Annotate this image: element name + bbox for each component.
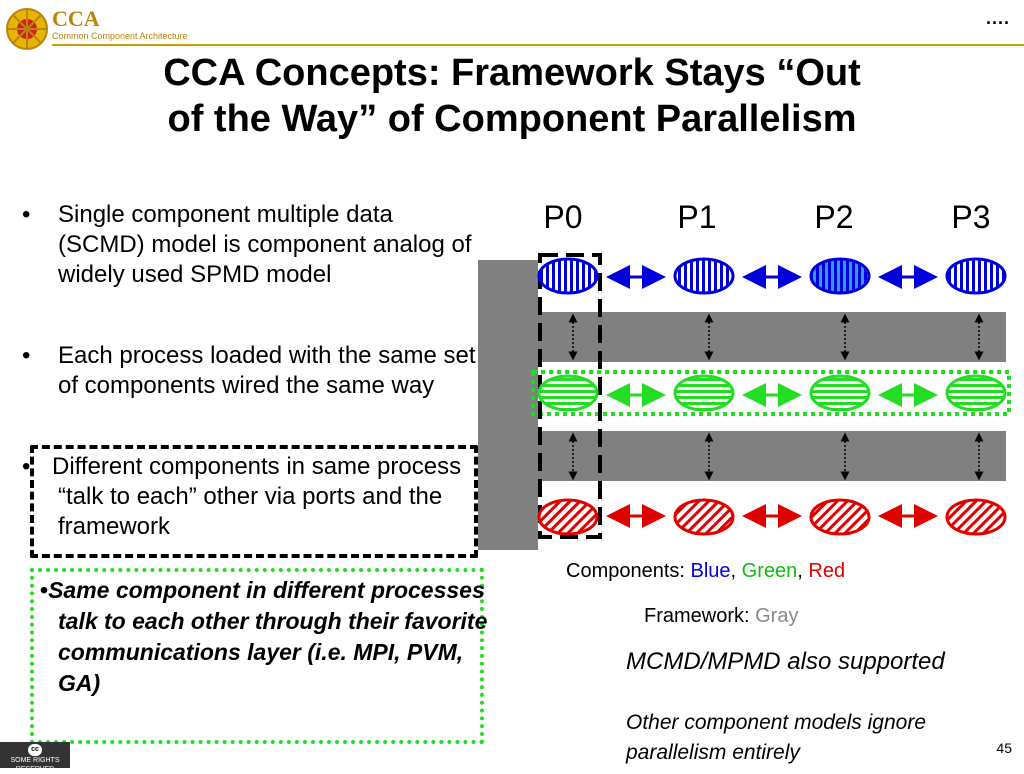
corner-mark: ....	[985, 8, 1010, 28]
legend-green: Green	[741, 560, 798, 582]
framework-horizontal-bar-1	[538, 312, 1006, 362]
cc-icon: cc	[28, 744, 42, 756]
note-mcmd-mpmd: MCMD/MPMD also supported	[626, 648, 945, 675]
blue-component-p0	[537, 257, 599, 295]
legend-blue: Blue	[690, 560, 731, 582]
green-row-dotted-box	[531, 370, 1011, 416]
license-text: SOME RIGHTS RESERVED	[10, 757, 60, 773]
green-component-p3	[945, 374, 1007, 412]
slide-title-line-1: CCA Concepts: Framework Stays “Out	[163, 52, 861, 94]
legend-framework-label: Framework:	[644, 605, 756, 627]
red-component-p0	[537, 498, 599, 536]
bullet-text: Same component in different processes ta…	[48, 577, 488, 696]
logo-subtitle: Common Component Architecture	[52, 31, 188, 41]
bullet-text: Single component multiple data (SCMD) mo…	[58, 201, 472, 288]
process-label-p3: P3	[951, 199, 990, 235]
framework-horizontal-bar-2	[538, 431, 1006, 481]
blue-component-p2	[809, 257, 871, 295]
bullet-marker: •	[22, 342, 31, 369]
legend-components: Components: Blue, Green, Red	[566, 560, 845, 583]
cca-logo-icon	[6, 8, 48, 50]
blue-component-p3	[945, 257, 1007, 295]
logo-text: CCA	[52, 6, 100, 31]
green-component-p1	[673, 374, 735, 412]
bullet-text: Different components in same process “ta…	[52, 453, 462, 540]
header-rule	[52, 44, 1024, 46]
bullet-different-components: • Different components in same process “t…	[22, 452, 478, 542]
dashed-highlight-box	[30, 445, 478, 558]
legend-framework: Framework: Gray	[644, 605, 798, 628]
dotted-highlight-box	[30, 568, 484, 744]
bullet-text: Each process loaded with the same set of…	[58, 342, 476, 399]
slide-title-line-2: of the Way” of Component Parallelism	[167, 98, 857, 140]
bullet-marker: •	[22, 201, 31, 228]
slide-title: CCA Concepts: Framework Stays “Out of th…	[40, 50, 984, 142]
bullet-scmd: • Single component multiple data (SCMD) m…	[22, 200, 478, 290]
legend-separator: ,	[797, 560, 809, 582]
bullet-marker: •	[40, 577, 49, 603]
green-component-p0	[537, 374, 599, 412]
red-component-p1	[673, 498, 735, 536]
blue-component-p1	[673, 257, 735, 295]
green-component-p2	[809, 374, 871, 412]
process-label-p2: P2	[814, 199, 853, 235]
legend-separator: ,	[730, 560, 742, 582]
bullet-same-components: • Each process loaded with the same set o…	[22, 341, 478, 401]
red-component-p3	[945, 498, 1007, 536]
parallelism-diagram: P0 P1 P2 P3	[478, 199, 1011, 550]
slide-number: 45	[996, 740, 1012, 756]
red-component-p2	[809, 498, 871, 536]
legend-components-label: Components:	[566, 560, 691, 582]
p0-dashed-column-box	[538, 253, 602, 539]
note-other-models: Other component models ignore parallelis…	[626, 711, 926, 764]
legend-gray: Gray	[755, 605, 799, 627]
process-label-p1: P1	[677, 199, 716, 235]
framework-vertical-bar	[478, 260, 538, 550]
legend-red: Red	[808, 560, 846, 582]
process-label-p0: P0	[543, 199, 582, 235]
bullet-same-component: •Same component in different processes t…	[40, 575, 488, 699]
bullet-marker: •	[22, 453, 31, 480]
